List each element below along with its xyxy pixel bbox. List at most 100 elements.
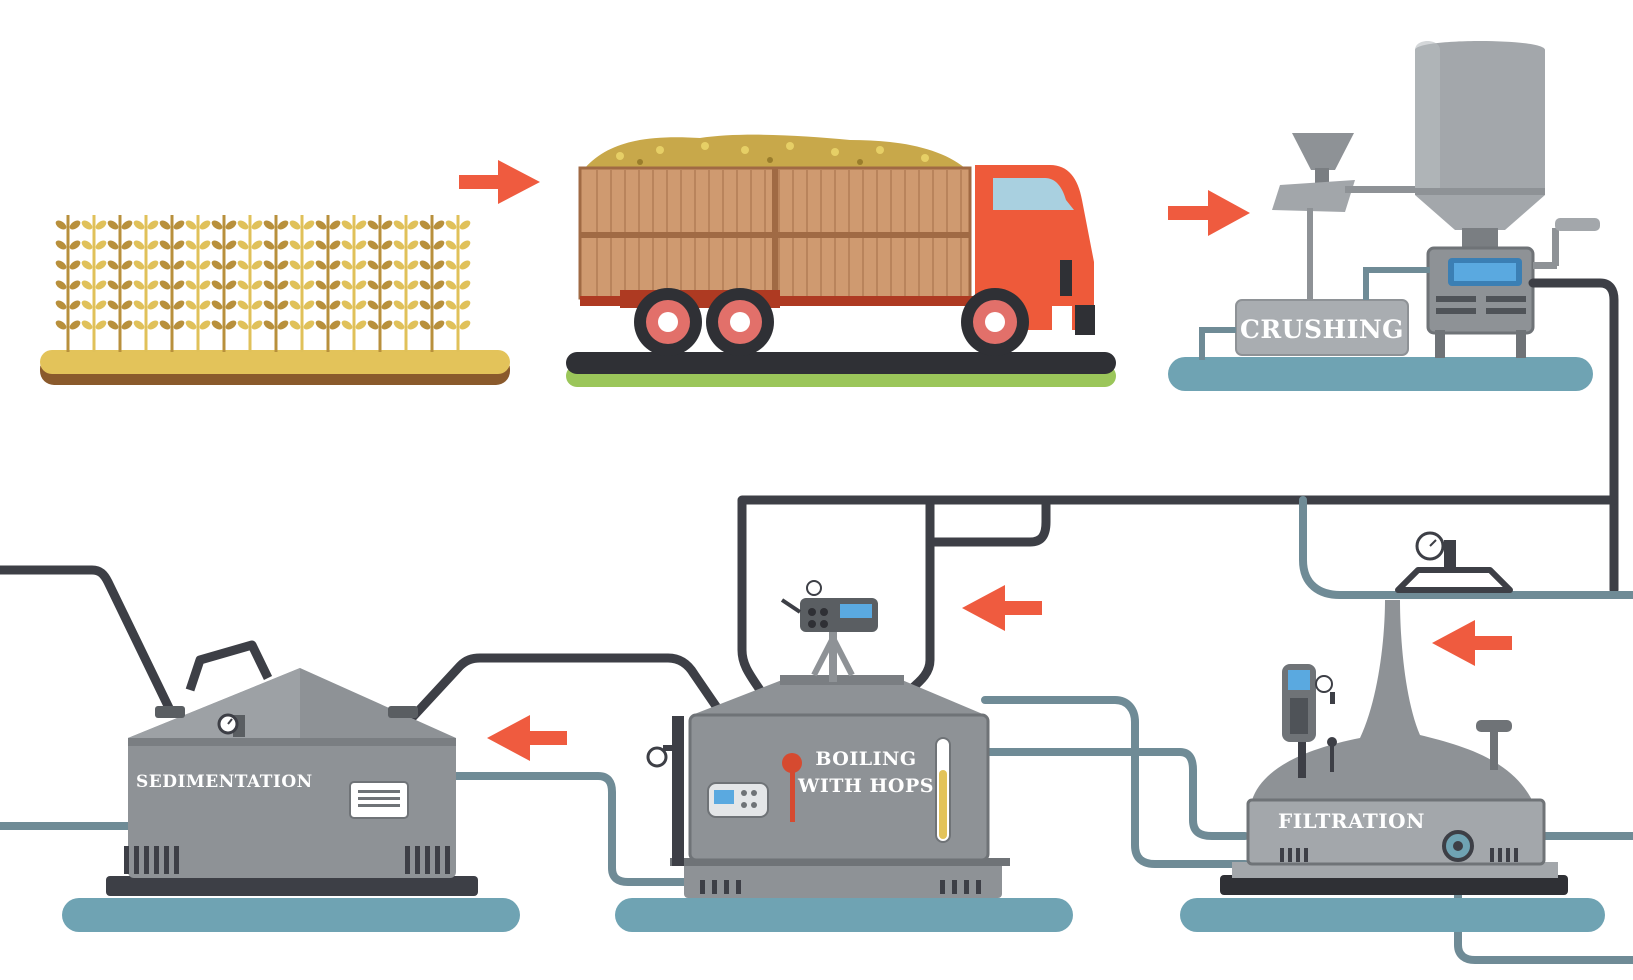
wheat-grain <box>159 240 171 250</box>
wheat-grain <box>367 320 379 330</box>
wheat-grain <box>355 300 367 310</box>
wheat-grain <box>55 300 67 310</box>
wheat-grain <box>81 260 93 270</box>
wheat-grain <box>419 260 431 270</box>
wheat-grain <box>199 260 211 270</box>
wheat-grain <box>121 240 133 250</box>
wheat-grain <box>419 280 431 290</box>
wheat-grain <box>459 300 471 310</box>
wheat-grain <box>147 280 159 290</box>
crusher-vents <box>1436 296 1526 314</box>
wheat-grain <box>263 300 275 310</box>
wheat-grain <box>381 220 393 230</box>
wheat-grain <box>329 260 341 270</box>
wheat-grain <box>433 280 445 290</box>
wheat-grain <box>121 260 133 270</box>
wheat-grain <box>277 220 289 230</box>
wheat-grain <box>251 220 263 230</box>
arrow-left-icon <box>1432 620 1512 666</box>
wheat-grain <box>107 220 119 230</box>
crushing-station: CRUSHING <box>1168 41 1600 391</box>
wheat-grain <box>341 220 353 230</box>
truck-wheels <box>634 288 1029 356</box>
wheat-grain <box>211 220 223 230</box>
wheat-grain <box>381 260 393 270</box>
wheat-grain <box>159 220 171 230</box>
wheat-grain <box>147 300 159 310</box>
wheat-grain <box>225 280 237 290</box>
arrow-left-icon <box>487 715 567 761</box>
wheat-grain <box>329 280 341 290</box>
wheat-grain <box>393 320 405 330</box>
wheat-grain <box>199 300 211 310</box>
wheat-grain <box>147 320 159 330</box>
wheat-grain <box>121 320 133 330</box>
wheat-grain <box>251 300 263 310</box>
wheat-grain <box>237 220 249 230</box>
wheat-grain <box>211 320 223 330</box>
wheat-grain <box>121 300 133 310</box>
wheat-grain <box>237 320 249 330</box>
wheat-grain <box>55 320 67 330</box>
wheat-grain <box>159 300 171 310</box>
wheat-grain <box>133 280 145 290</box>
wheat-grain <box>367 280 379 290</box>
wheat-grain <box>445 260 457 270</box>
wheat-grain <box>133 220 145 230</box>
wheat-grain <box>355 320 367 330</box>
wheat-grain <box>355 220 367 230</box>
wheat-grain <box>173 240 185 250</box>
wheat-grain <box>381 300 393 310</box>
wheat-grain <box>263 220 275 230</box>
wheat-grain <box>459 220 471 230</box>
wheat-grain <box>121 220 133 230</box>
wheat-grain <box>133 260 145 270</box>
wheat-grain <box>133 320 145 330</box>
wheat-grain <box>393 220 405 230</box>
wheat-grain <box>107 300 119 310</box>
wheat-grain <box>341 260 353 270</box>
wheat-grain <box>237 260 249 270</box>
wheat-grain <box>355 260 367 270</box>
grain-heap-dots <box>616 142 929 165</box>
wheat-grain <box>341 280 353 290</box>
wheat-grain <box>433 260 445 270</box>
wheat-grain <box>69 260 81 270</box>
wheat-grain <box>315 280 327 290</box>
wheat-grain <box>55 260 67 270</box>
wheat-grain <box>237 240 249 250</box>
wheat-grain <box>459 240 471 250</box>
wheat-grain <box>69 220 81 230</box>
wheat-grain <box>185 300 197 310</box>
wheat-grain <box>433 220 445 230</box>
wheat-grain <box>69 240 81 250</box>
wheat-grain <box>329 320 341 330</box>
wheat-grain <box>445 220 457 230</box>
wheat-grain <box>185 260 197 270</box>
wheat-grain <box>225 220 237 230</box>
wheat-grain <box>107 240 119 250</box>
wheat-grain <box>263 280 275 290</box>
wheat-grain <box>289 240 301 250</box>
wheat-grain <box>159 280 171 290</box>
wheat-grain <box>95 240 107 250</box>
wheat-grain <box>95 320 107 330</box>
wheat-grain <box>341 300 353 310</box>
wheat-grain <box>199 240 211 250</box>
wheat-grain <box>185 320 197 330</box>
wheat-grain <box>419 320 431 330</box>
wheat-grain <box>199 320 211 330</box>
wheat-grain <box>173 220 185 230</box>
wheat-grain <box>303 220 315 230</box>
wheat-grain <box>445 300 457 310</box>
wheat-grain <box>95 300 107 310</box>
wheat-grain <box>289 220 301 230</box>
wheat-grain <box>185 220 197 230</box>
wheat-grain <box>69 320 81 330</box>
wheat-grain <box>55 280 67 290</box>
arrow-left-icon <box>962 585 1042 631</box>
wheat-grain <box>381 320 393 330</box>
crushing-label: CRUSHING <box>1240 315 1404 344</box>
wheat-grain <box>315 260 327 270</box>
